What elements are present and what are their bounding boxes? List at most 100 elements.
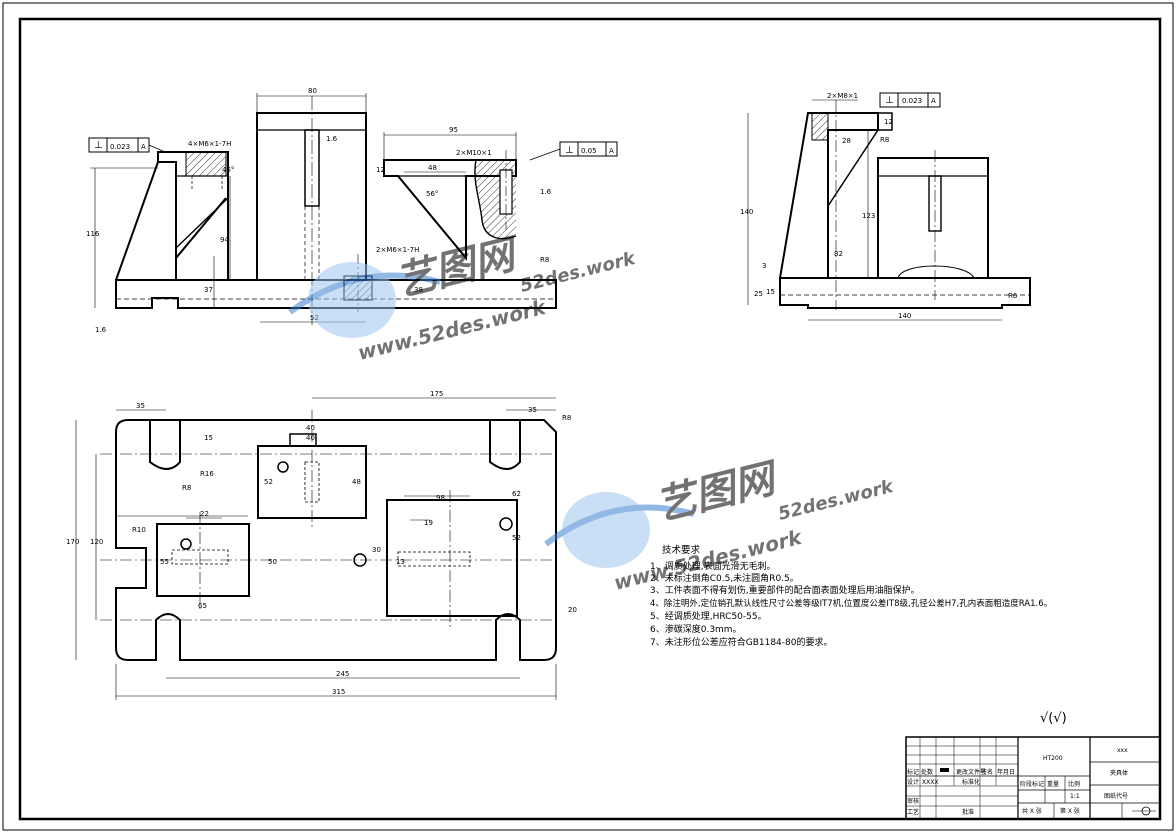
dim-52-block: 52 bbox=[264, 478, 273, 486]
dim-95: 95 bbox=[449, 126, 458, 134]
tol-side-datum: A bbox=[931, 97, 936, 105]
radius-r10: R10 bbox=[132, 526, 146, 534]
dim-140-side: 140 bbox=[740, 208, 753, 216]
side-view bbox=[747, 92, 1031, 321]
dim-98: 98 bbox=[436, 494, 445, 502]
watermark-top: 艺图网 52des.work www.52des.work bbox=[288, 231, 638, 365]
dim-35-left: 35 bbox=[136, 402, 145, 410]
thread-2xm6: 2×M6×1-7H bbox=[376, 246, 419, 254]
tol-front-right-datum: A bbox=[609, 147, 614, 155]
sign-label: 签名 bbox=[981, 768, 993, 776]
dim-116: 116 bbox=[86, 230, 100, 238]
dim-30: 30 bbox=[372, 546, 381, 554]
tech-req-item: 4、除注明外,定位销孔默认线性尺寸公差等级IT7机,位置度公差IT8级,孔径公差… bbox=[650, 598, 1052, 609]
thread-4xm6: 4×M6×1-7H bbox=[188, 140, 231, 148]
tech-req-item: 1、调质处理,表面光滑无毛刺。 bbox=[650, 560, 776, 572]
globe-logo bbox=[308, 262, 396, 338]
technical-requirements: 技术要求 1、调质处理,表面光滑无毛刺。 2、未标注倒角C0.5,未注圆角R0.… bbox=[650, 544, 1052, 648]
tech-req-heading: 技术要求 bbox=[662, 544, 701, 556]
thread-2xm8: 2×M8×1 bbox=[827, 92, 858, 100]
dim-62: 62 bbox=[512, 490, 521, 498]
mark-label: 标记 bbox=[907, 768, 919, 776]
check-label: 审核 bbox=[907, 797, 919, 805]
perpendicularity-symbol: ⊥ bbox=[565, 145, 574, 156]
title-block bbox=[905, 736, 1161, 820]
title-block-labels: HT200 xxx 夹具体 图纸代号 1:1 阶段标记 重量 比例 共 X 张 … bbox=[907, 747, 1128, 816]
dim-140: 140 bbox=[898, 312, 911, 320]
stage-label: 阶段标记 bbox=[1020, 780, 1044, 788]
approve-label: 批准 bbox=[962, 808, 974, 816]
dim-170: 170 bbox=[66, 538, 79, 546]
design-value: XXXX bbox=[922, 779, 938, 786]
front-view bbox=[88, 93, 618, 325]
watermark-url: 52des.work bbox=[776, 476, 896, 525]
scale-label: 比例 bbox=[1068, 780, 1080, 788]
sheets-total: 共 X 张 bbox=[1022, 807, 1042, 815]
plan-view bbox=[75, 397, 560, 700]
tol-front-left-value: 0.023 bbox=[110, 143, 130, 151]
radius-r8-side: R8 bbox=[880, 136, 889, 144]
watermark-cn: 艺图网 bbox=[391, 231, 524, 306]
code-label: 图纸代号 bbox=[1104, 792, 1128, 800]
dim-40b: 40 bbox=[306, 434, 315, 442]
radius-r16: R16 bbox=[200, 470, 214, 478]
dim-19: 19 bbox=[424, 519, 433, 527]
radius-r8-plan: R8 bbox=[562, 414, 571, 422]
radius-r8: R8 bbox=[540, 256, 549, 264]
thread-2xm10: 2×M10×1 bbox=[456, 149, 492, 157]
tol-front-right-value: 0.05 bbox=[581, 147, 597, 155]
dim-315: 315 bbox=[332, 688, 345, 696]
angle-45: 45° bbox=[222, 166, 234, 174]
dim-13: 13 bbox=[396, 558, 405, 566]
dim-80: 80 bbox=[308, 87, 317, 95]
side-view-labels: 140 140 28 12 123 82 15 3 25 R6 R8 2×M8×… bbox=[740, 92, 1018, 320]
globe-logo bbox=[562, 492, 650, 568]
dim-25: 25 bbox=[754, 290, 763, 298]
inner-frame bbox=[18, 17, 1162, 821]
tech-req-item: 5、经调质处理,HRC50-55。 bbox=[650, 610, 767, 622]
dim-35-right: 35 bbox=[528, 406, 537, 414]
dim-12: 12 bbox=[376, 166, 385, 174]
dim-55: 55 bbox=[160, 558, 169, 566]
perpendicularity-symbol: ⊥ bbox=[94, 140, 103, 151]
scale-value: 1:1 bbox=[1070, 793, 1080, 800]
dim-94: 94 bbox=[220, 236, 229, 244]
front-view-labels: 80 95 48 52 116 37 94 38 12 45° 56° R8 4… bbox=[86, 87, 614, 334]
material: HT200 bbox=[1043, 755, 1063, 762]
drawing-title: 夹具体 bbox=[1110, 769, 1128, 777]
plan-view-labels: 35 175 35 R8 40 40 15 R16 R8 98 62 52 22… bbox=[66, 390, 577, 696]
date-label: 年月日 bbox=[997, 768, 1015, 776]
dim-52-plan: 52 bbox=[512, 534, 521, 542]
dim-120: 120 bbox=[90, 538, 103, 546]
watermark-url: 52des.work bbox=[518, 248, 638, 297]
dim-22: 22 bbox=[200, 510, 209, 518]
weight-label: 重量 bbox=[1047, 780, 1059, 788]
dim-123: 123 bbox=[862, 212, 875, 220]
tech-req-item: 7、未注形位公差应符合GB1184-80的要求。 bbox=[650, 636, 832, 648]
dim-20: 20 bbox=[568, 606, 577, 614]
roughness-value: 1.6 bbox=[540, 188, 552, 196]
sheet-number: 第 X 张 bbox=[1060, 807, 1080, 815]
dim-40a: 40 bbox=[306, 424, 315, 432]
dim-28: 28 bbox=[842, 137, 851, 145]
radius-r8-slot: R8 bbox=[182, 484, 191, 492]
dim-37: 37 bbox=[204, 286, 213, 294]
dim-48-plan: 48 bbox=[352, 478, 361, 486]
roughness-value: 1.6 bbox=[95, 326, 107, 334]
dim-15-plan: 15 bbox=[204, 434, 213, 442]
angle-56: 56° bbox=[426, 190, 438, 198]
tol-front-left-datum: A bbox=[141, 143, 146, 151]
tech-req-item: 3、工件表面不得有划伤,重要部件的配合面表面处理后用油脂保护。 bbox=[650, 584, 920, 596]
dim-175: 175 bbox=[430, 390, 443, 398]
roughness-note: √(√) bbox=[1040, 711, 1067, 726]
dim-65: 65 bbox=[198, 602, 207, 610]
standard-label: 标准化 bbox=[962, 778, 980, 786]
watermark-cn: 艺图网 bbox=[651, 455, 784, 530]
design-label: 设计 bbox=[907, 778, 919, 786]
dim-38: 38 bbox=[414, 286, 423, 294]
dim-15: 15 bbox=[766, 288, 775, 296]
dim-245: 245 bbox=[336, 670, 349, 678]
dim-3: 3 bbox=[762, 262, 766, 270]
